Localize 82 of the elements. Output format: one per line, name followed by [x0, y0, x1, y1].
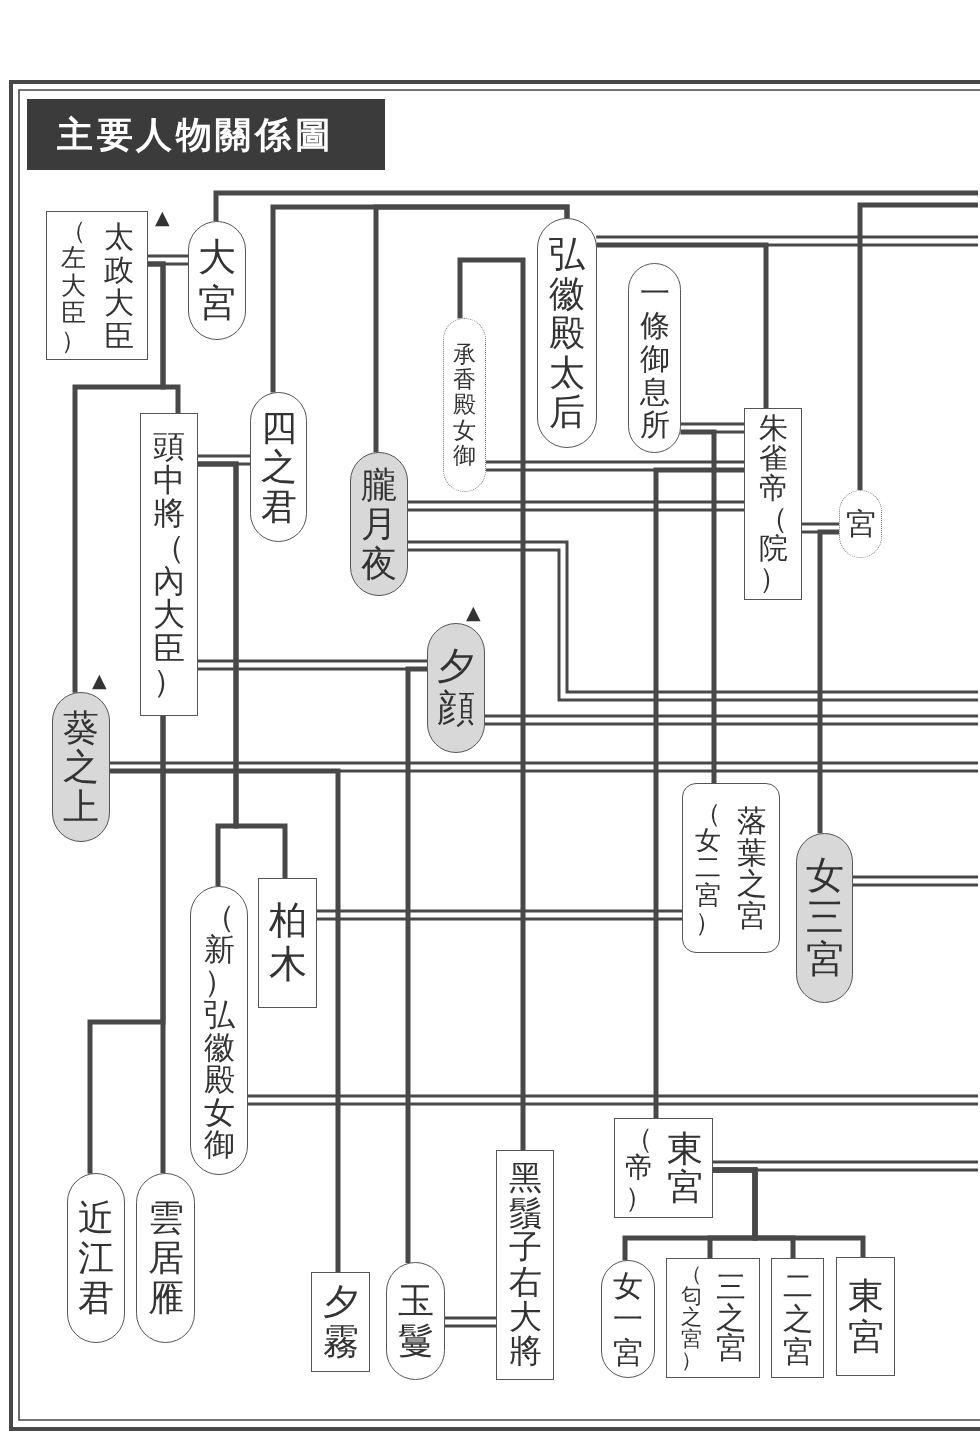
- person-capsule: [443, 318, 486, 492]
- person-name: 葵之上: [62, 707, 100, 827]
- double-line: [713, 1160, 978, 1172]
- person-name: 夕顔: [436, 646, 476, 730]
- connector-line: [148, 261, 181, 413]
- person-name: 三之宮: [714, 1271, 747, 1365]
- connector-line: [110, 768, 341, 1272]
- connector-line: [198, 461, 288, 878]
- connector-line: [680, 429, 717, 783]
- person-box: [666, 1258, 760, 1378]
- triangle-mark: ▲: [466, 603, 481, 622]
- person-name: 雲居雁: [146, 1197, 185, 1319]
- connector-line: [457, 257, 526, 1150]
- person-box: [771, 1258, 824, 1378]
- person-card: [682, 783, 780, 953]
- connector-line: [653, 467, 744, 1118]
- person-name: 宮: [844, 509, 877, 539]
- person-name: 朧月夜: [360, 464, 398, 584]
- connector-line: [405, 666, 427, 1263]
- person-name: 黑鬚子右大將: [507, 1161, 543, 1369]
- double-line: [408, 540, 978, 702]
- person-name: 二之宮: [781, 1268, 814, 1368]
- person-name: 東宮: [665, 1130, 704, 1206]
- connector-line: [160, 716, 166, 1174]
- triangle-mark: ▲: [155, 208, 170, 227]
- person-name: 落葉之宮: [736, 805, 768, 931]
- double-line: [853, 875, 978, 887]
- connector-line: [213, 190, 978, 221]
- person-capsule: [250, 392, 307, 542]
- alias-label: （帝）: [623, 1123, 654, 1213]
- triangle-mark: ▲: [92, 671, 107, 690]
- person-name: 承香殿女御: [452, 341, 477, 469]
- connector-line: [817, 529, 839, 834]
- person-capsule: [796, 833, 853, 1003]
- person-name: 朱雀帝（院）: [757, 414, 789, 594]
- double-line: [486, 460, 744, 472]
- person-name: 太政大臣: [102, 219, 135, 352]
- person-capsule: [839, 490, 882, 558]
- double-line: [445, 1316, 496, 1328]
- person-box: [614, 1118, 713, 1218]
- person-name: 女一宮: [612, 1268, 644, 1370]
- double-line: [198, 659, 427, 671]
- person-box: [496, 1150, 554, 1380]
- title-banner: 主要人物關係圖: [27, 99, 385, 170]
- person-name: 一條御息所: [638, 275, 671, 441]
- person-name: 近江君: [77, 1197, 115, 1319]
- person-capsule: [628, 263, 681, 453]
- person-capsule: [537, 218, 597, 448]
- person-name: （新）弘徽殿女御: [202, 900, 236, 1161]
- alias-label: （匂之宮）: [679, 1263, 703, 1373]
- person-name: 東宮: [846, 1276, 885, 1357]
- double-line: [408, 500, 744, 512]
- person-name: 柏木: [267, 899, 308, 987]
- double-line: [248, 1094, 978, 1106]
- person-name: 女三宮: [804, 855, 845, 981]
- connector-line: [596, 242, 769, 408]
- person-box: [46, 211, 148, 360]
- person-box: [836, 1257, 895, 1376]
- double-line: [110, 761, 978, 773]
- person-name: 四之君: [259, 407, 298, 527]
- person-name: 玉鬘: [396, 1280, 435, 1362]
- double-line: [485, 714, 978, 726]
- person-box: [744, 408, 802, 600]
- double-line: [148, 254, 188, 266]
- person-box: [258, 878, 317, 1008]
- connector-line: [373, 204, 570, 453]
- double-line: [596, 235, 978, 247]
- person-name: 大宮: [197, 234, 237, 327]
- person-name: 頭中將（內大臣）: [152, 430, 186, 699]
- connector-line: [857, 202, 978, 490]
- person-name: 夕霧: [321, 1282, 360, 1362]
- double-line: [680, 422, 744, 434]
- person-name: 弘徽殿太后: [548, 234, 586, 432]
- person-box: [311, 1272, 370, 1372]
- alias-label: （女二宮）: [694, 799, 722, 937]
- double-line: [317, 909, 682, 921]
- double-line: [802, 522, 839, 534]
- alias-label: （左大臣）: [59, 216, 87, 355]
- double-line: [198, 454, 250, 466]
- person-box: [140, 413, 198, 716]
- person-capsule: [601, 1260, 655, 1378]
- connector-line: [713, 1167, 866, 1257]
